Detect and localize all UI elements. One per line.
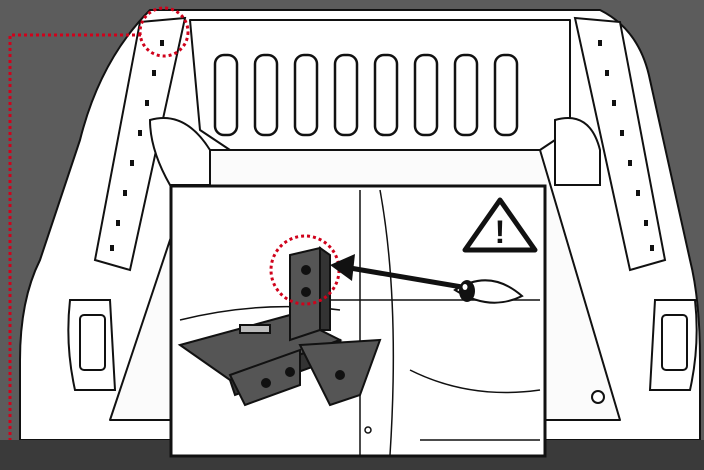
warning-icon: ! [462,197,538,253]
view-arrow [330,254,463,290]
corner-callout-circle [138,6,190,58]
corner-bracket [177,246,382,407]
tailgate-hinge [591,390,605,404]
eye-icon [453,279,524,304]
wheel-wells [148,117,601,186]
leader-line [8,33,141,440]
left-bed-rail [93,16,187,272]
tail-lights [67,299,698,391]
front-wall-ribs [213,53,519,137]
right-bed-rail [573,16,667,272]
inset-detail: ! [169,184,547,458]
warning-symbol: ! [495,214,506,250]
